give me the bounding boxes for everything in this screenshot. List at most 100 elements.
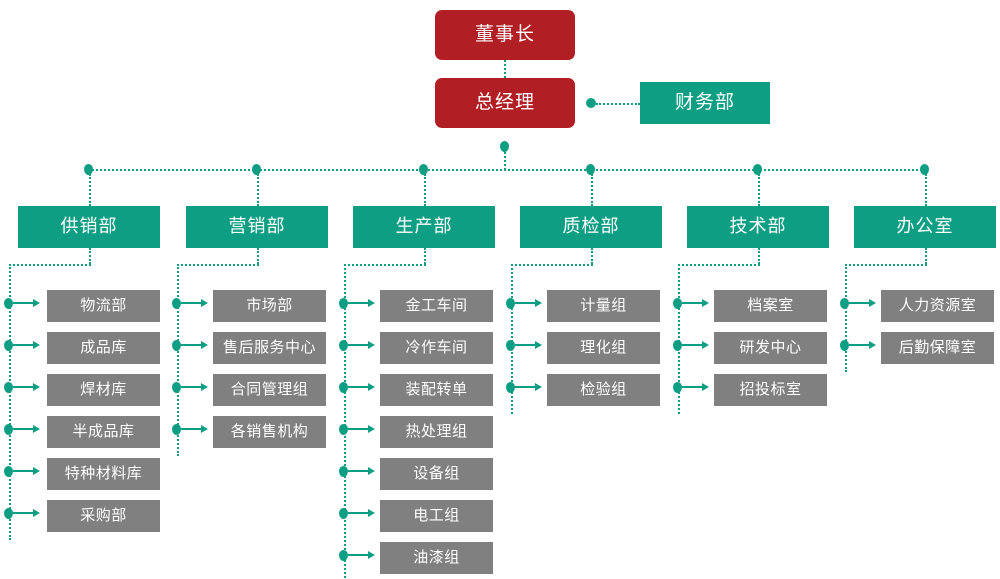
node-sub-2-3[interactable]: 合同管理组 <box>213 374 326 406</box>
node-sub-3-5[interactable]: 设备组 <box>380 458 493 490</box>
rail-dot-1-4 <box>4 424 13 435</box>
node-board-chairman[interactable]: 董事长 <box>435 10 575 60</box>
node-sub-1-6[interactable]: 采购部 <box>47 500 160 532</box>
node-label: 焊材库 <box>80 380 127 398</box>
rail-dot-3-5 <box>339 466 348 477</box>
arrow-head-3-1 <box>368 299 375 307</box>
bus-dot-dept-2 <box>252 164 261 175</box>
node-label: 档案室 <box>747 296 794 314</box>
rail-dot-6-1 <box>840 298 849 309</box>
bus-junction-dot-gm <box>500 141 509 152</box>
rail-dot-2-2 <box>172 340 181 351</box>
node-sub-3-6[interactable]: 电工组 <box>380 500 493 532</box>
node-sub-2-2[interactable]: 售后服务中心 <box>213 332 326 364</box>
node-sub-5-3[interactable]: 招投标室 <box>714 374 827 406</box>
arrow-head-3-2 <box>368 341 375 349</box>
bus-dot-dept-6 <box>920 164 929 175</box>
node-sub-1-4[interactable]: 半成品库 <box>47 416 160 448</box>
node-sub-3-4[interactable]: 热处理组 <box>380 416 493 448</box>
node-sub-1-3[interactable]: 焊材库 <box>47 374 160 406</box>
arrow-head-5-2 <box>702 341 709 349</box>
node-department-4[interactable]: 质检部 <box>520 206 662 248</box>
rail-dot-1-6 <box>4 508 13 519</box>
node-sub-6-2[interactable]: 后勤保障室 <box>881 332 994 364</box>
connector-node-gm-finance <box>586 98 596 108</box>
arrow-stem-4-2 <box>515 344 535 346</box>
arrow-stem-2-4 <box>181 428 201 430</box>
elbow-across-dept-5 <box>678 264 760 266</box>
arrow-head-2-3 <box>201 383 208 391</box>
node-label: 装配转单 <box>405 380 468 398</box>
node-sub-5-2[interactable]: 研发中心 <box>714 332 827 364</box>
arrow-head-1-6 <box>33 509 40 517</box>
elbow-across-dept-3 <box>344 264 426 266</box>
node-label: 售后服务中心 <box>222 338 316 356</box>
arrow-head-1-4 <box>33 425 40 433</box>
arrow-head-1-5 <box>33 467 40 475</box>
node-label: 市场部 <box>246 296 293 314</box>
bus-dot-dept-4 <box>586 164 595 175</box>
node-sub-6-1[interactable]: 人力资源室 <box>881 290 994 322</box>
arrow-stem-6-1 <box>849 302 869 304</box>
branch-drop-dept-6 <box>925 174 927 206</box>
node-label: 理化组 <box>580 338 627 356</box>
node-label: 办公室 <box>896 216 954 237</box>
node-sub-4-1[interactable]: 计量组 <box>547 290 660 322</box>
elbow-down-dept-1 <box>89 248 91 264</box>
branch-drop-dept-4 <box>591 174 593 206</box>
arrow-stem-3-1 <box>348 302 368 304</box>
node-general-manager[interactable]: 总经理 <box>435 78 575 128</box>
rail-dot-1-3 <box>4 382 13 393</box>
node-label: 物流部 <box>80 296 127 314</box>
rail-dot-3-3 <box>339 382 348 393</box>
node-label: 招投标室 <box>739 380 802 398</box>
rail-dept-1 <box>9 264 11 540</box>
node-sub-5-1[interactable]: 档案室 <box>714 290 827 322</box>
node-finance-department[interactable]: 财务部 <box>640 82 770 124</box>
distribution-bus-line <box>89 169 925 171</box>
node-department-5[interactable]: 技术部 <box>687 206 829 248</box>
arrow-head-1-1 <box>33 299 40 307</box>
elbow-down-dept-2 <box>257 248 259 264</box>
arrow-stem-1-5 <box>13 470 33 472</box>
arrow-stem-2-1 <box>181 302 201 304</box>
node-label: 半成品库 <box>72 422 135 440</box>
node-sub-3-3[interactable]: 装配转单 <box>380 374 493 406</box>
rail-dept-4 <box>511 264 513 414</box>
node-sub-1-5[interactable]: 特种材料库 <box>47 458 160 490</box>
node-sub-2-1[interactable]: 市场部 <box>213 290 326 322</box>
rail-dot-1-2 <box>4 340 13 351</box>
node-label: 生产部 <box>395 216 453 237</box>
node-sub-4-2[interactable]: 理化组 <box>547 332 660 364</box>
arrow-head-5-1 <box>702 299 709 307</box>
elbow-across-dept-2 <box>177 264 259 266</box>
arrow-stem-4-3 <box>515 386 535 388</box>
node-label: 总经理 <box>474 91 535 113</box>
node-department-2[interactable]: 营销部 <box>186 206 328 248</box>
arrow-stem-1-2 <box>13 344 33 346</box>
node-label: 质检部 <box>562 216 620 237</box>
node-department-6[interactable]: 办公室 <box>854 206 996 248</box>
node-department-3[interactable]: 生产部 <box>353 206 495 248</box>
node-sub-3-1[interactable]: 金工车间 <box>380 290 493 322</box>
node-sub-2-4[interactable]: 各销售机构 <box>213 416 326 448</box>
arrow-head-4-2 <box>535 341 542 349</box>
arrow-stem-5-2 <box>682 344 702 346</box>
rail-dot-1-1 <box>4 298 13 309</box>
node-sub-3-2[interactable]: 冷作车间 <box>380 332 493 364</box>
rail-dot-4-2 <box>506 340 515 351</box>
node-sub-1-2[interactable]: 成品库 <box>47 332 160 364</box>
node-department-1[interactable]: 供销部 <box>18 206 160 248</box>
node-label: 计量组 <box>580 296 627 314</box>
elbow-across-dept-6 <box>845 264 927 266</box>
rail-dot-6-2 <box>840 340 849 351</box>
rail-dot-5-2 <box>673 340 682 351</box>
rail-dot-3-2 <box>339 340 348 351</box>
node-label: 热处理组 <box>405 422 468 440</box>
node-sub-3-7[interactable]: 油漆组 <box>380 542 493 574</box>
arrow-head-2-4 <box>201 425 208 433</box>
arrow-stem-3-5 <box>348 470 368 472</box>
node-sub-4-3[interactable]: 检验组 <box>547 374 660 406</box>
node-sub-1-1[interactable]: 物流部 <box>47 290 160 322</box>
elbow-down-dept-3 <box>424 248 426 264</box>
